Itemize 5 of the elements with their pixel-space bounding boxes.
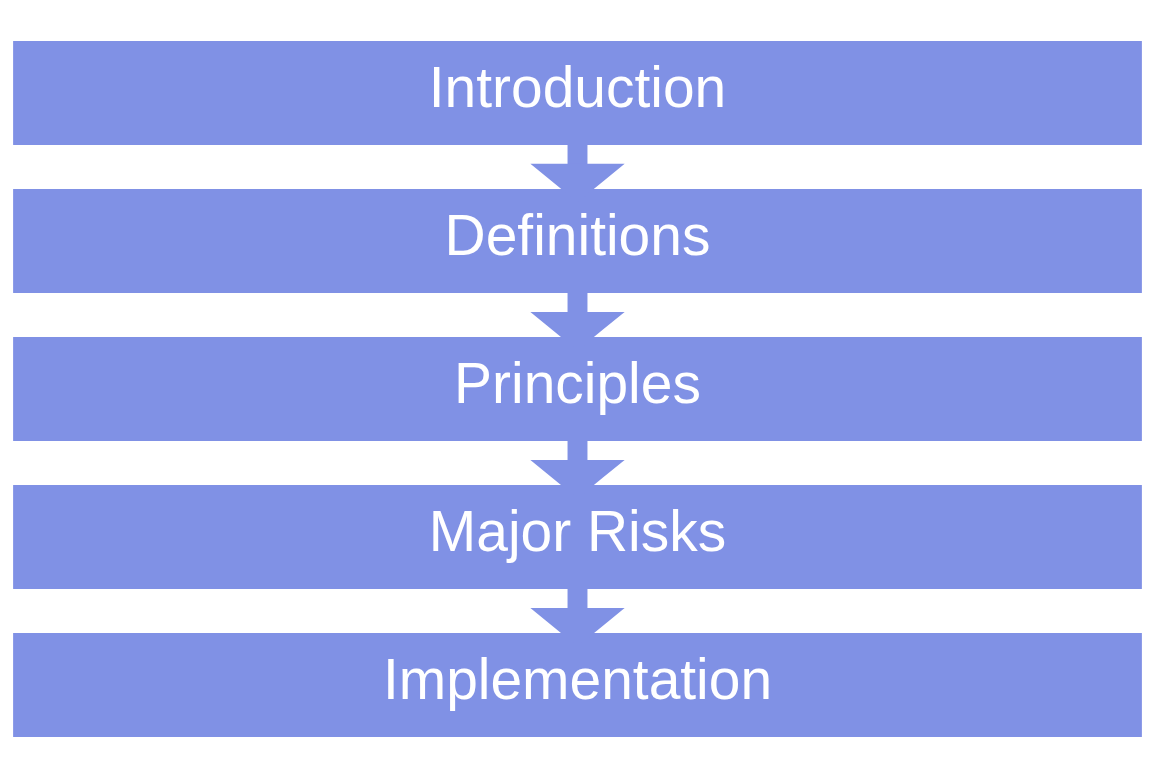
node-box: Implementation <box>13 632 1142 737</box>
node-box: Principles <box>13 336 1142 441</box>
node-box: Introduction <box>13 40 1142 145</box>
node-box: Major Risks <box>13 484 1142 589</box>
node-box: Definitions <box>13 188 1142 293</box>
